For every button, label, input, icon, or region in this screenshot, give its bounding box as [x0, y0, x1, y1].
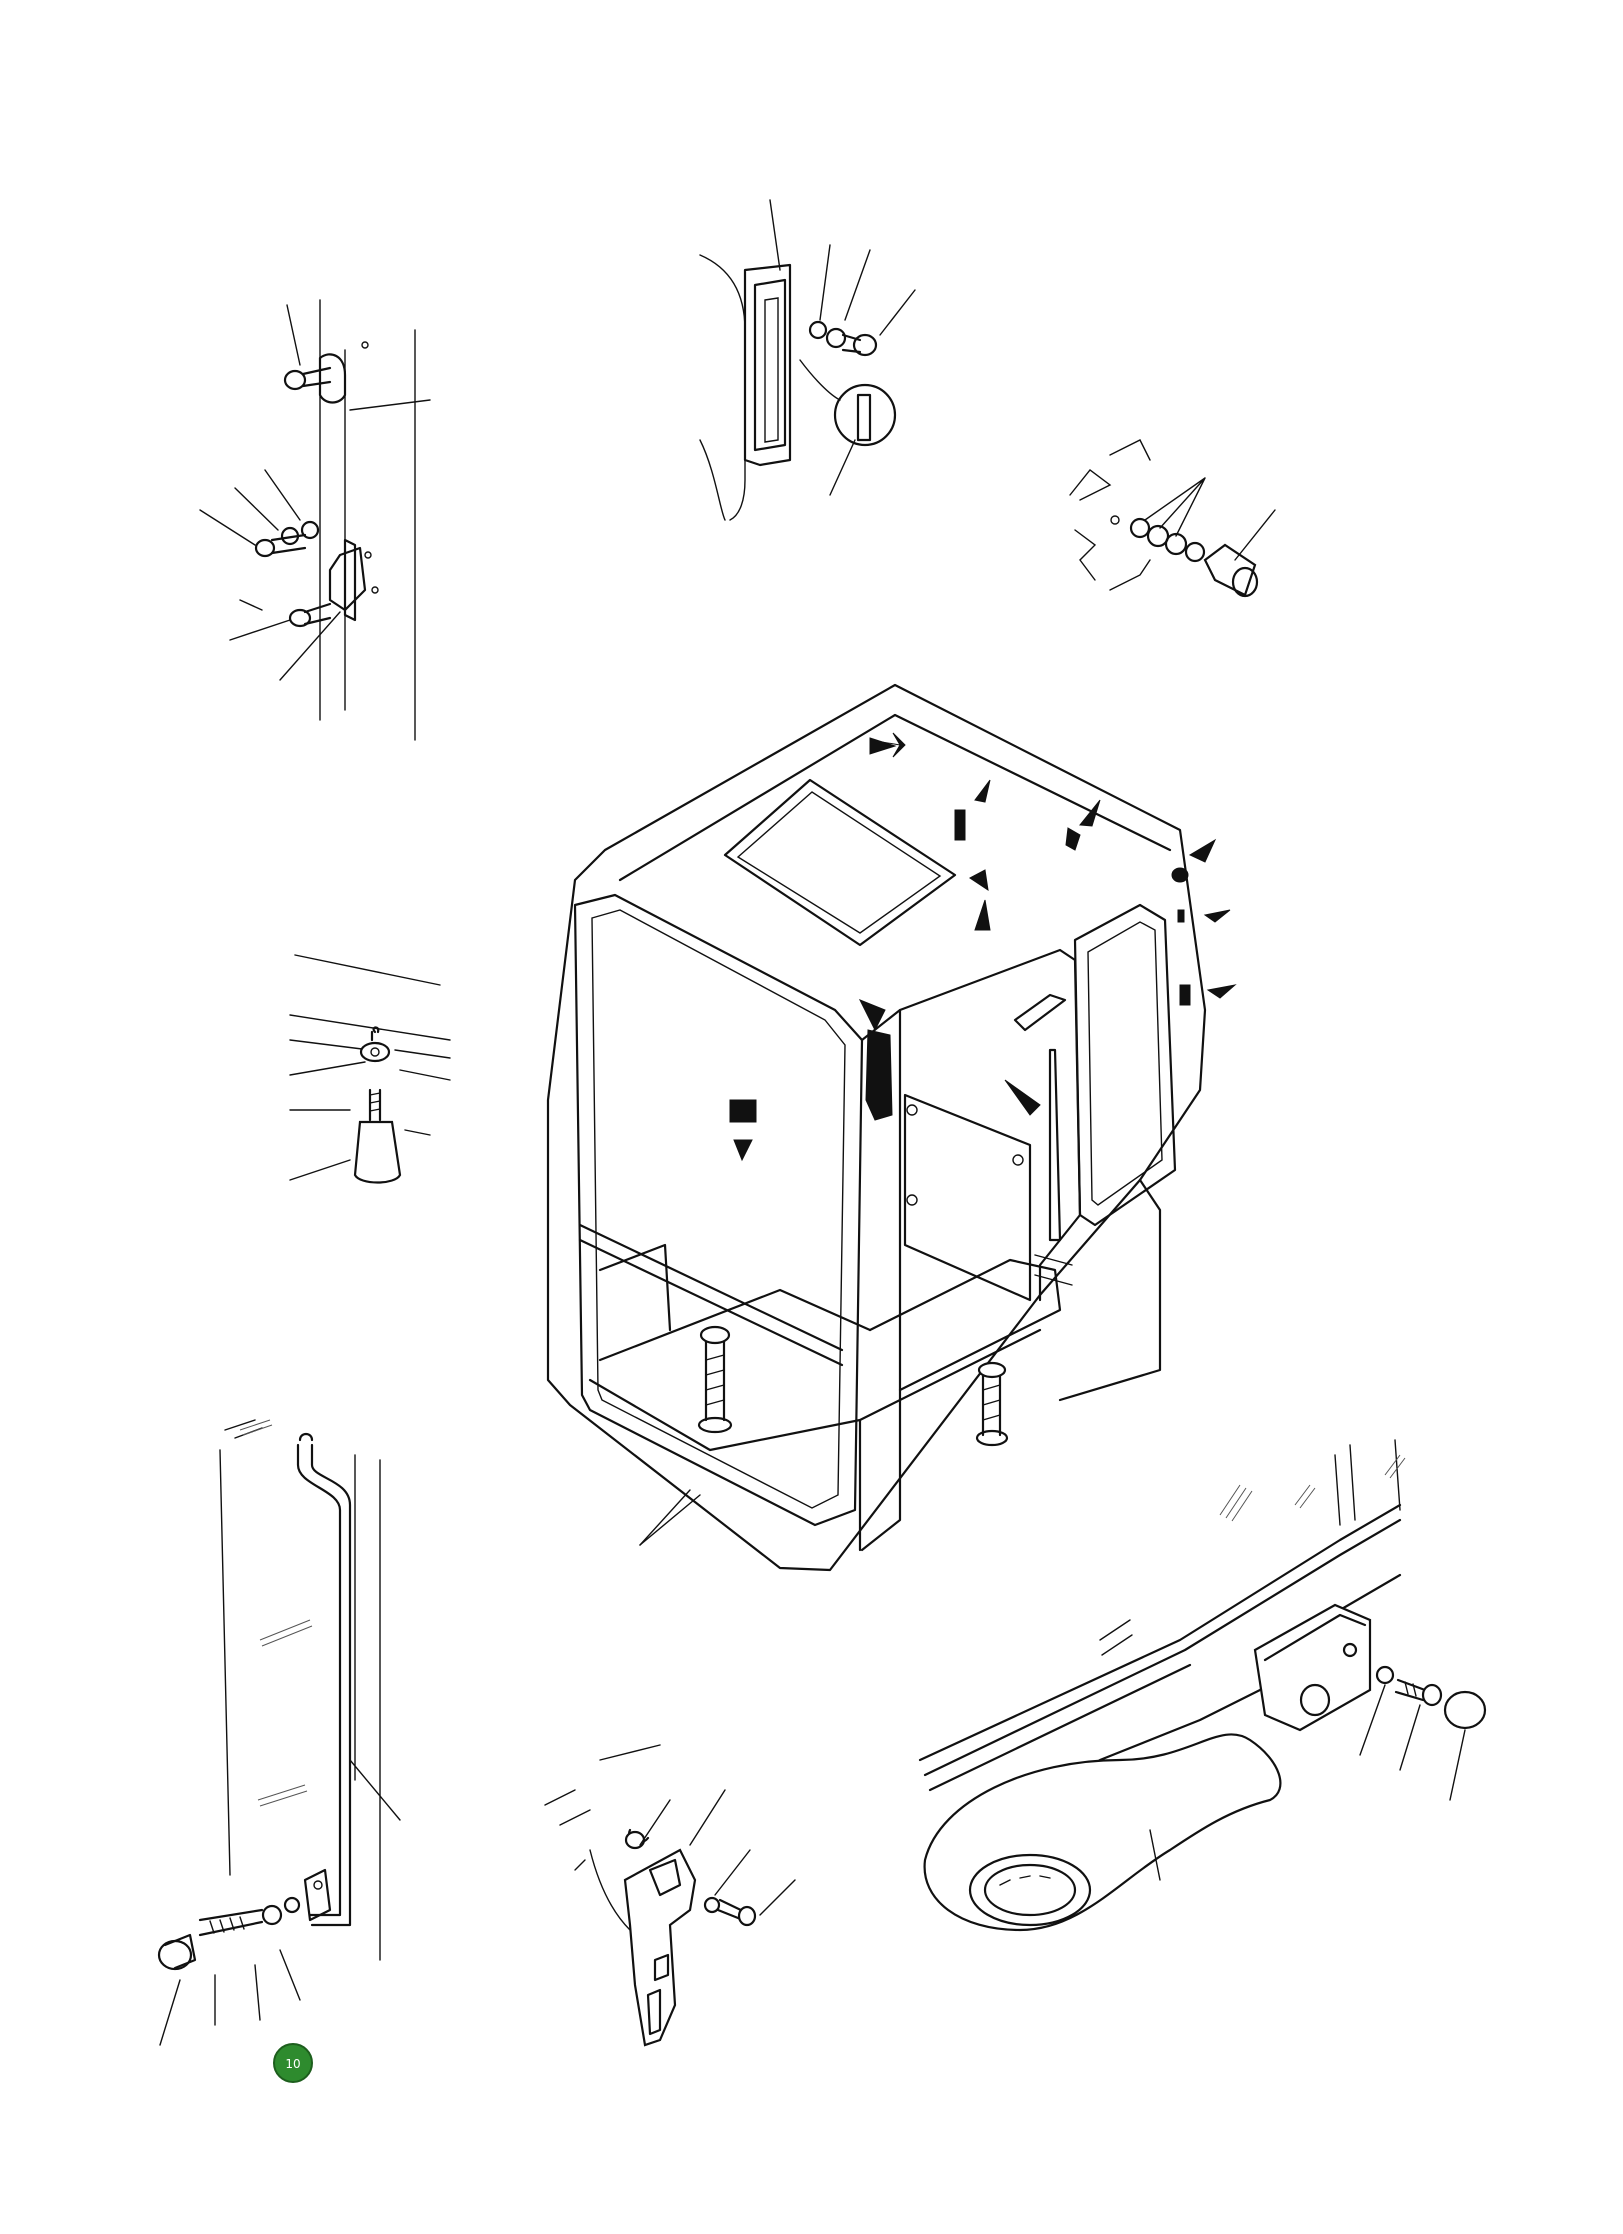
- grab-handle-detail: [699, 199, 916, 521]
- cab-mount-bolt-rear: [975, 1361, 1009, 1447]
- location-arrows: [729, 732, 1237, 1162]
- cab-leader-line: [639, 1494, 701, 1546]
- bumper-detail: [289, 954, 451, 1184]
- page-number-badge: 10: [273, 2043, 313, 2083]
- door-hinge-detail: [199, 299, 431, 741]
- operator-cab-assembly: [546, 683, 1237, 1572]
- cab-mount-bolt-front: [697, 1325, 733, 1434]
- door-latch-detail: [544, 1744, 796, 2047]
- step-handle-detail: [918, 1439, 1487, 1932]
- page-number-label: 10: [285, 2057, 300, 2071]
- rubber-stopper-detail: [1069, 439, 1276, 598]
- door-grip-detail: [157, 1419, 401, 2046]
